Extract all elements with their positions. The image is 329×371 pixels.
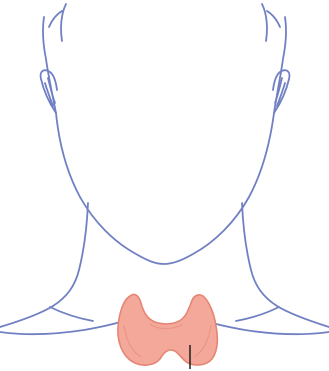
illustration-canvas [0, 0, 329, 371]
background [0, 0, 329, 371]
anatomy-illustration [0, 0, 329, 371]
